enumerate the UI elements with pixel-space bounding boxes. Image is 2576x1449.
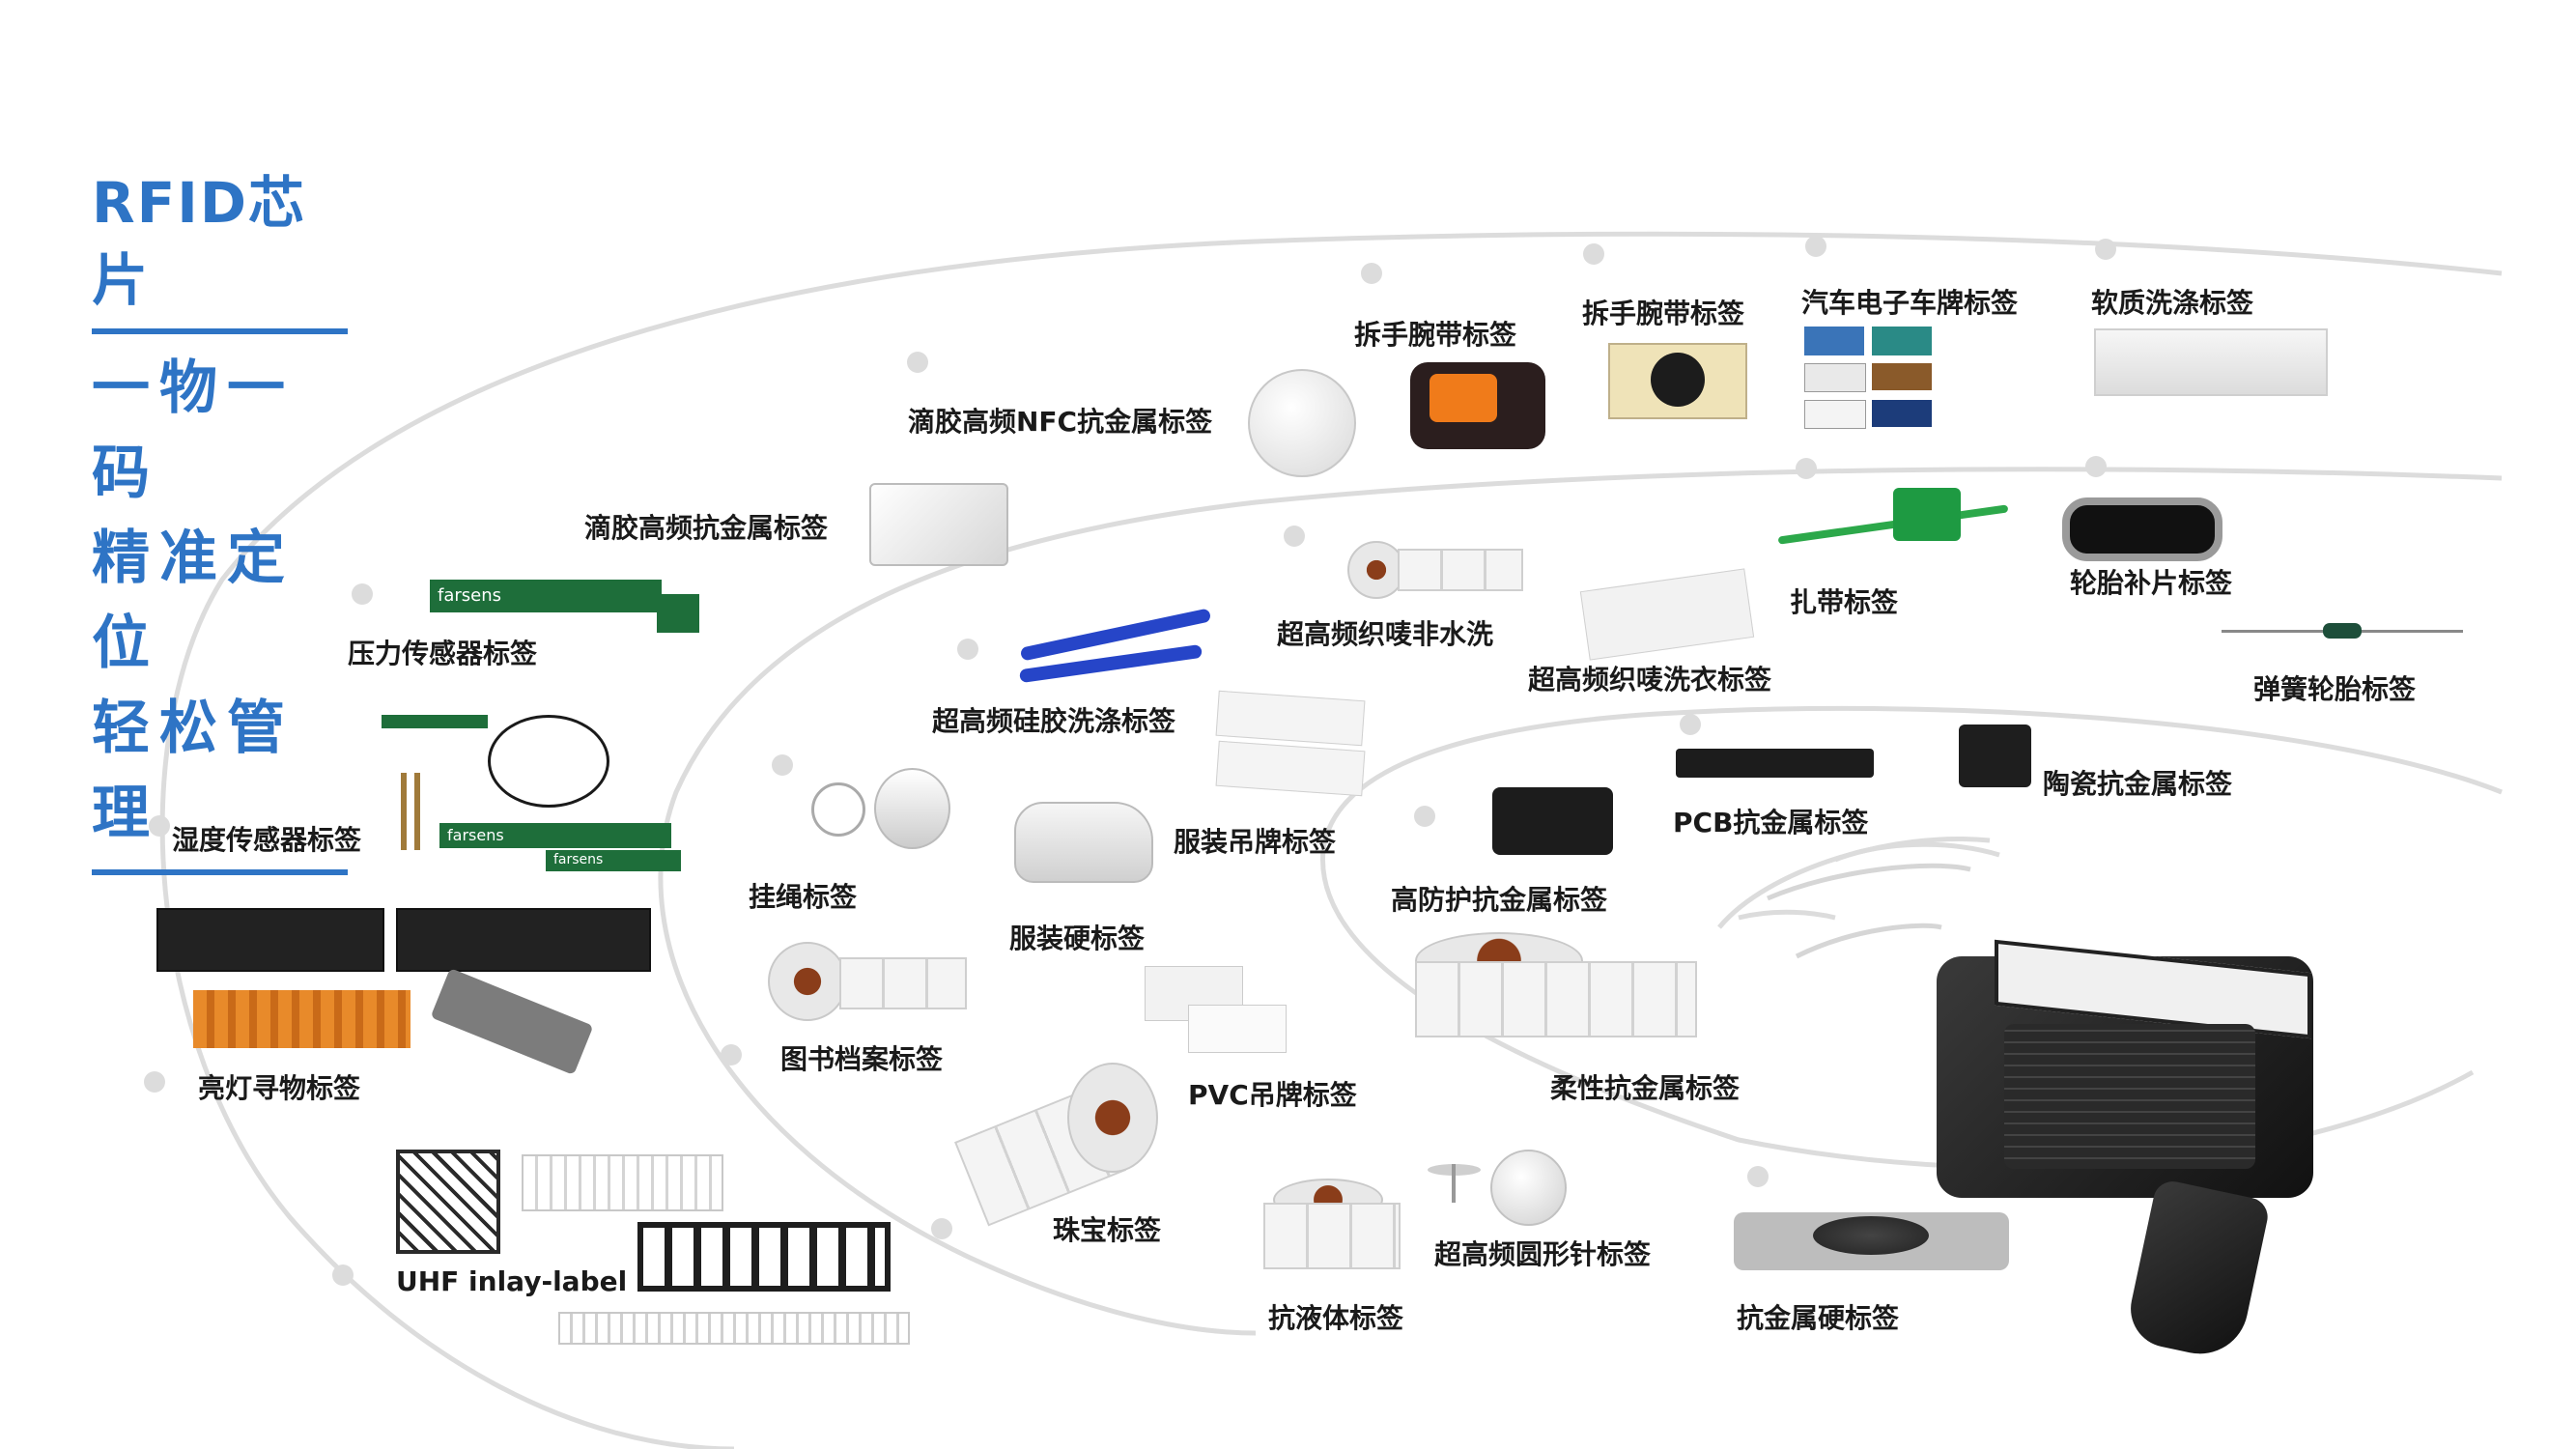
tire-patch-tag-image: [2062, 497, 2222, 561]
orbit-dot: [1805, 236, 1826, 257]
label-pressure: 压力传感器标签: [348, 638, 538, 669]
uhf-inlay-image-3: [637, 1222, 891, 1292]
farsens-logo: farsens: [553, 852, 604, 867]
orbit-dot: [907, 352, 928, 373]
farsens-logo: farsens: [438, 585, 502, 606]
orbit-dot: [957, 639, 978, 660]
orbit-dot: [1680, 714, 1701, 735]
label-uhf-inlay: UHF inlay-label: [396, 1265, 628, 1297]
led-finder-tag-image-3: [193, 990, 410, 1048]
orbit-dot: [144, 1071, 165, 1093]
label-metal-hard: 抗金属硬标签: [1737, 1302, 1900, 1334]
label-high-protect: 高防护抗金属标签: [1391, 884, 1608, 916]
page-title: RFID芯片: [92, 170, 307, 313]
ceramic-tag-image: [1959, 724, 2031, 787]
jewelry-tag-image: [954, 1063, 1158, 1227]
label-soft-laundry: 软质洗涤标签: [2091, 287, 2254, 319]
woven-nonwash-tag-image: [1347, 541, 1523, 599]
orbit-dot: [772, 754, 793, 776]
pressure-sensor-module-image: [657, 594, 699, 633]
uhf-inlay-image-2: [522, 1154, 723, 1211]
sidebar: RFID芯片 一物一码 精准定位 轻松管理: [92, 164, 353, 887]
led-finder-tag-image-2: [396, 908, 651, 972]
orbit-dot: [2085, 456, 2107, 477]
orbit-arc-2: [658, 467, 2503, 1336]
slogan-divider: [92, 869, 348, 875]
label-woven-nonwash: 超高频织唛非水洗: [1277, 618, 1494, 650]
hang-rope-tag-image: [811, 763, 956, 855]
label-wristband-2: 拆手腕带标签: [1582, 298, 1745, 329]
title-divider: [92, 328, 348, 334]
label-humidity: 湿度传感器标签: [172, 824, 362, 856]
epoxy-nfc-tag-image: [1248, 369, 1356, 477]
label-epoxy-hf: 滴胶高频抗金属标签: [584, 512, 829, 544]
wristband-tag-image-1: [1410, 362, 1545, 449]
orbit-dot: [1747, 1166, 1769, 1187]
label-uhf-round-pin: 超高频圆形针标签: [1434, 1238, 1652, 1270]
label-library: 图书档案标签: [780, 1043, 944, 1075]
car-plate-tag-image: [1804, 327, 1932, 433]
orbit-dot: [2095, 239, 2116, 260]
label-cable-tie: 扎带标签: [1790, 586, 1899, 618]
humidity-sensor-tag-image: farsens farsens: [382, 715, 681, 871]
library-tag-image: [768, 942, 967, 1021]
garment-hangtag-image: [1215, 690, 1367, 797]
uhf-round-pin-tag-image: [1428, 1150, 1577, 1232]
label-garment-hangtag: 服装吊牌标签: [1174, 826, 1337, 858]
orbit-dot: [332, 1264, 354, 1286]
label-flexible: 柔性抗金属标签: [1550, 1072, 1741, 1104]
signal-wave-3: [1717, 836, 1991, 929]
cable-tie-tag-image: [1777, 488, 2019, 555]
orbit-dot: [149, 815, 170, 837]
orbit-dot: [1361, 263, 1382, 284]
wristband-tag-image-2: [1608, 343, 1747, 419]
label-pvc-hangtag: PVC吊牌标签: [1188, 1079, 1357, 1111]
pressure-sensor-tag-image: farsens: [430, 580, 662, 612]
label-wristband-1: 拆手腕带标签: [1354, 319, 1517, 351]
rfid-reader-icon: [1917, 918, 2371, 1363]
orbit-dot: [721, 1044, 742, 1065]
label-pcb: PCB抗金属标签: [1673, 807, 1869, 838]
metal-hard-tag-image: [1734, 1212, 2009, 1270]
slogan-3: 轻松管理: [92, 695, 295, 847]
liquid-tag-image: [1263, 1179, 1401, 1270]
orbit-dot: [352, 583, 373, 605]
epoxy-hf-tag-image: [869, 483, 1008, 566]
flexible-metal-tag-image: [1415, 932, 1697, 1038]
label-silicone-laundry: 超高频硅胶洗涤标签: [932, 705, 1176, 737]
label-epoxy-nfc: 滴胶高频NFC抗金属标签: [908, 406, 1213, 438]
slogan-1: 一物一码: [92, 355, 295, 507]
label-hang-rope: 挂绳标签: [749, 881, 858, 913]
label-jewelry: 珠宝标签: [1053, 1214, 1162, 1246]
slogan-2: 精准定位: [92, 525, 295, 677]
label-car-plate: 汽车电子车牌标签: [1801, 287, 2019, 319]
orbit-dot: [1414, 806, 1435, 827]
high-protection-tag-image: [1492, 787, 1613, 855]
uhf-inlay-image-1: [396, 1150, 500, 1254]
led-finder-tag-image-1: [156, 908, 384, 972]
pcb-tag-image: [1676, 749, 1874, 778]
label-garment-hard: 服装硬标签: [1009, 923, 1146, 954]
signal-wave-icon: [1767, 863, 1971, 959]
label-tire-patch: 轮胎补片标签: [2070, 567, 2233, 599]
label-liquid: 抗液体标签: [1268, 1302, 1404, 1334]
silicone-laundry-tag-image: [1018, 608, 1212, 686]
spring-tire-tag-image: [2222, 623, 2463, 639]
pvc-hangtag-image: [1145, 966, 1287, 1053]
label-spring-tire: 弹簧轮胎标签: [2253, 673, 2417, 705]
label-led-finder: 亮灯寻物标签: [198, 1072, 361, 1104]
orbit-dot: [1284, 526, 1305, 547]
orbit-dot: [1796, 458, 1817, 479]
farsens-logo: farsens: [447, 826, 504, 844]
orbit-dot: [1583, 243, 1604, 265]
signal-wave-1: [1738, 909, 1836, 921]
garment-hard-tag-image: [1014, 802, 1153, 883]
soft-laundry-tag-image: [2094, 328, 2328, 396]
orbit-dot: [931, 1218, 952, 1239]
label-ceramic: 陶瓷抗金属标签: [2043, 768, 2233, 800]
uhf-inlay-image-4: [558, 1312, 910, 1345]
label-woven-wash: 超高频织唛洗衣标签: [1528, 664, 1772, 696]
